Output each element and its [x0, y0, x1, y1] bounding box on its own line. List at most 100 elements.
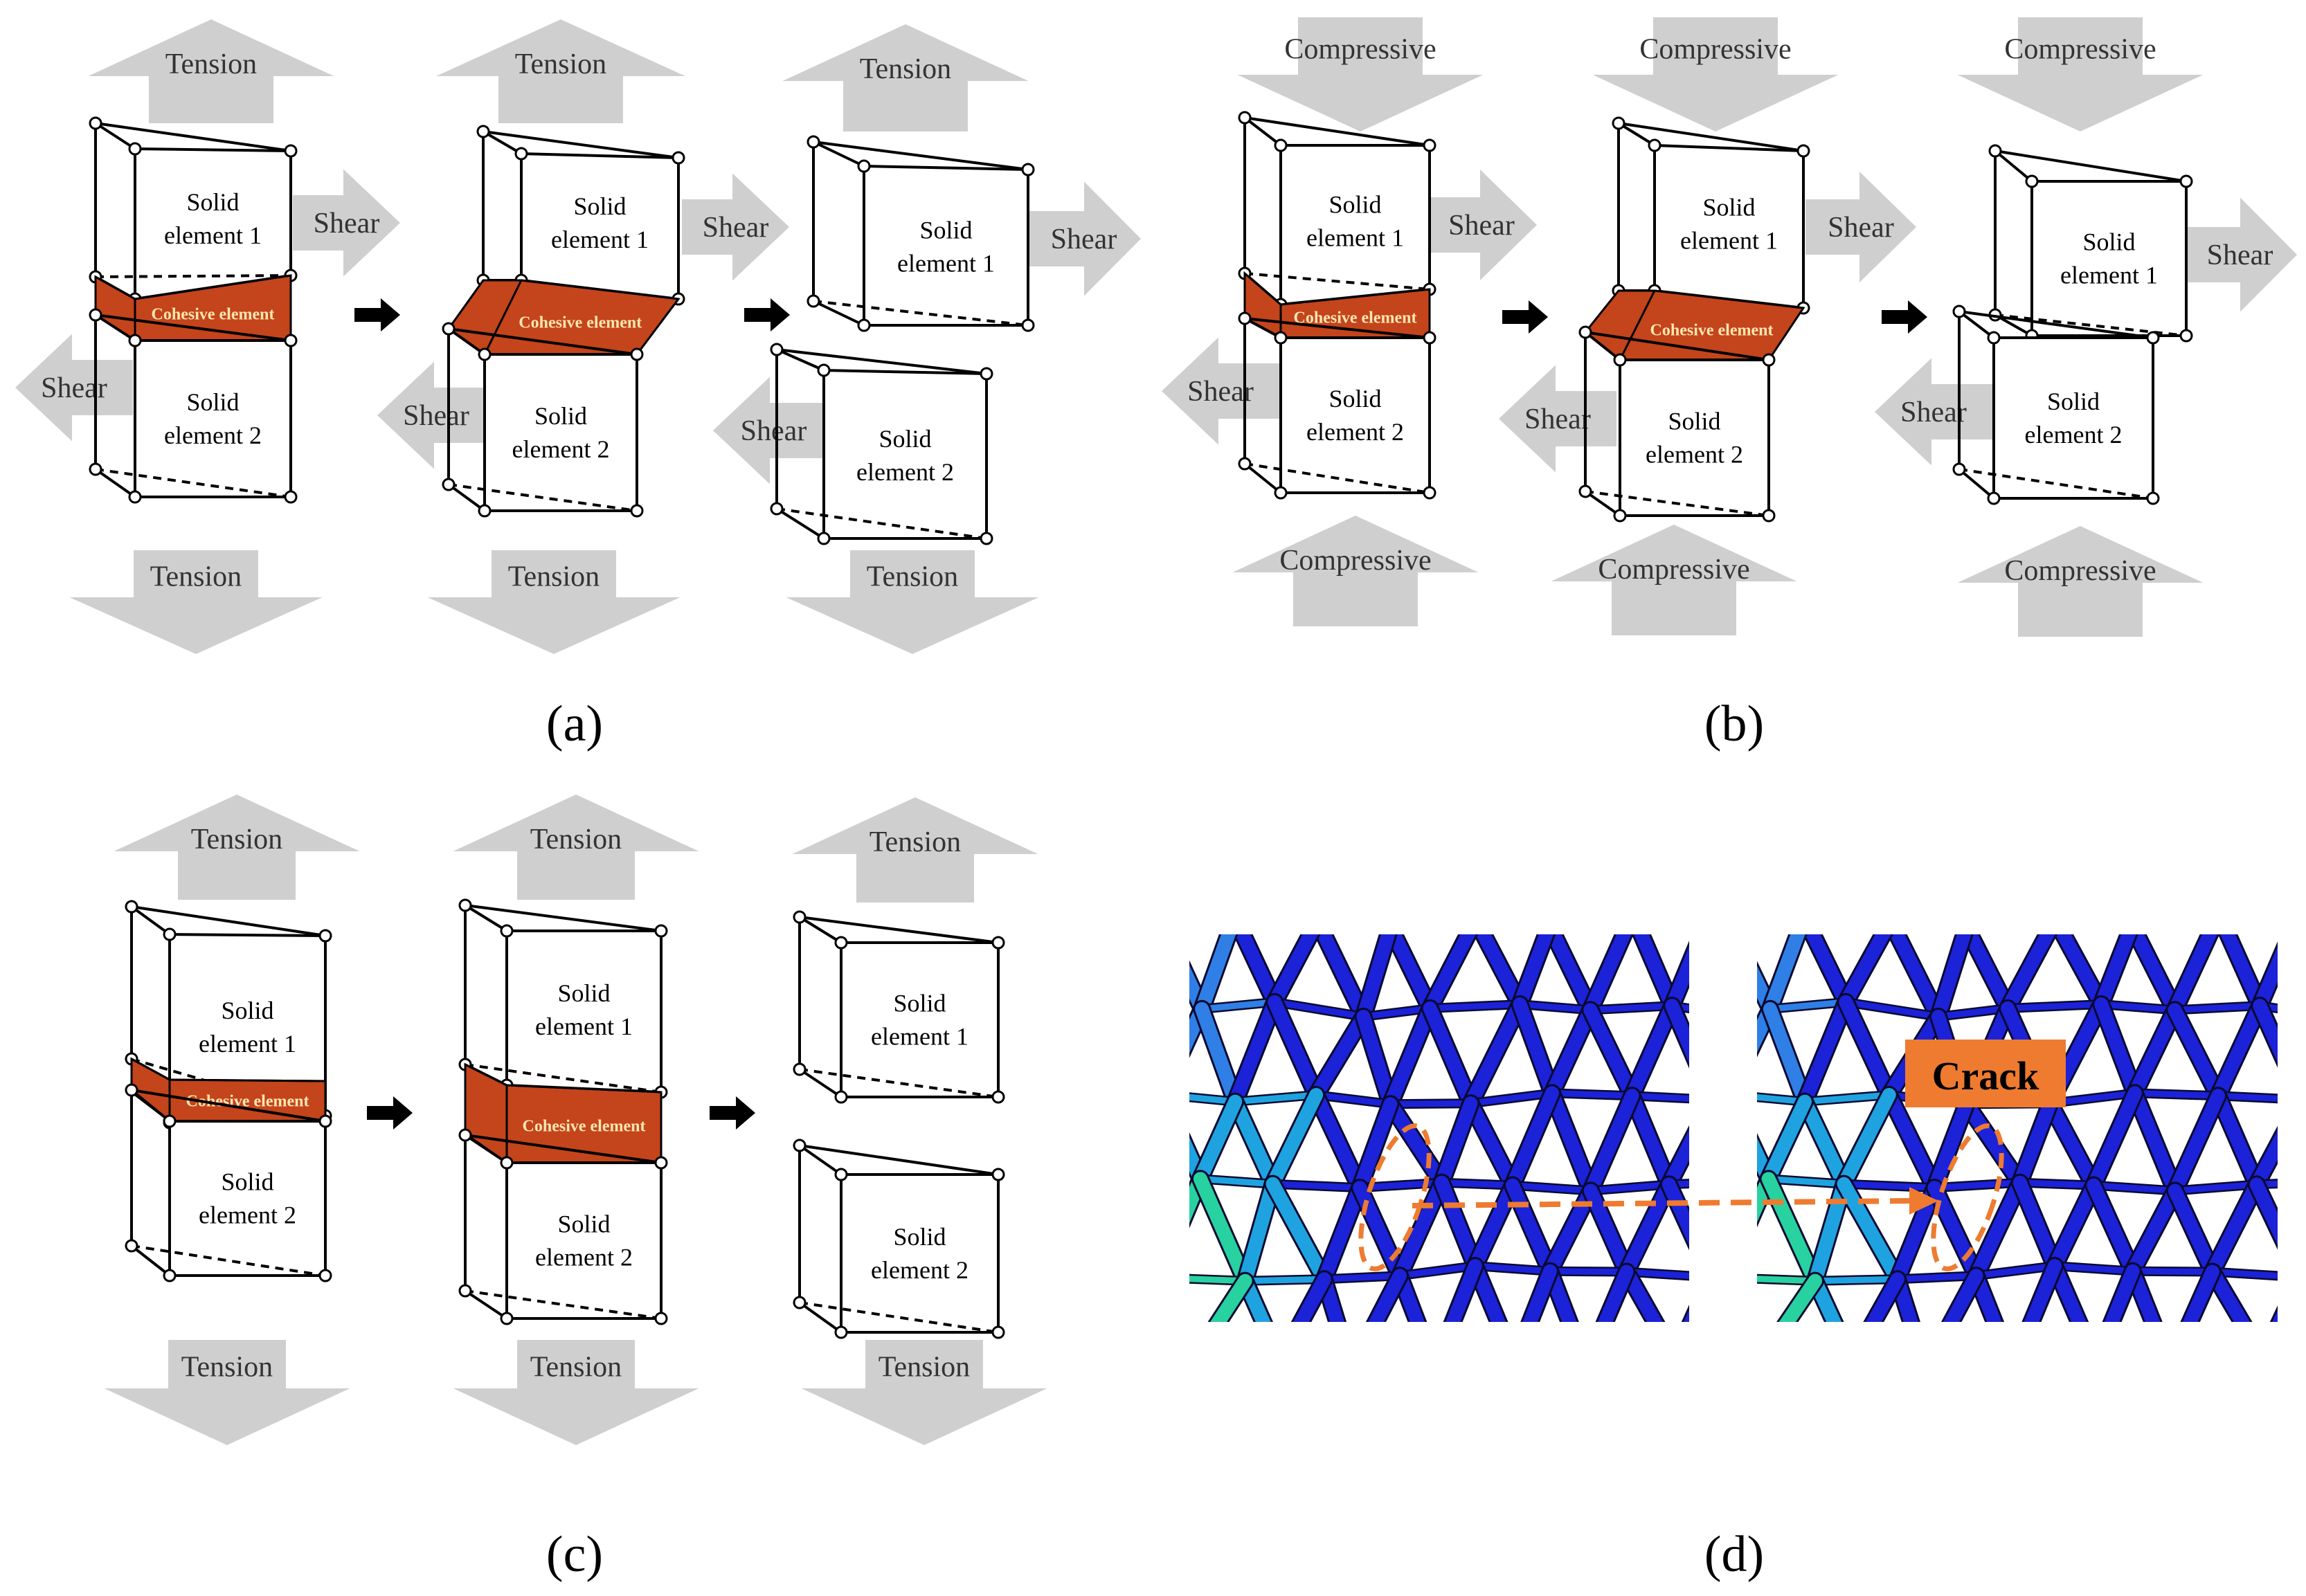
mesh-edge	[1597, 1264, 1634, 1322]
mesh-edge	[1210, 1273, 1252, 1322]
stage-c3-solid-element-2-edge	[798, 1144, 843, 1176]
shear-arrow-left: Shear	[1162, 337, 1279, 445]
mesh-edge	[1515, 1361, 1586, 1366]
stage-a3-solid-element-2-edge	[776, 348, 825, 372]
mesh-edge-outline	[1762, 1359, 1852, 1361]
stage-b2-solid-element-1-label-line2: element 1	[1680, 226, 1778, 254]
node	[89, 308, 102, 322]
stage-b3-solid-element-2-edge	[1958, 468, 1995, 500]
mesh-edge	[1195, 1001, 1243, 1109]
mesh-edge	[1709, 917, 1743, 1017]
mesh-edge	[2300, 1277, 2306, 1280]
stage-c3-solid-element-1-label-line1: Solid	[893, 990, 946, 1017]
mesh-edge	[1549, 1089, 1635, 1099]
mesh-edge	[1969, 1175, 2027, 1283]
mesh-edge	[2253, 1180, 2278, 1188]
mesh-edge	[1390, 920, 1475, 927]
mesh-edge	[2205, 1177, 2264, 1279]
mesh-edge-outline	[1351, 1368, 1434, 1370]
compressive-arrow-bottom: Compressive	[1232, 516, 1479, 626]
stage-a2-solid-element-1-edge	[482, 130, 523, 155]
stage-b2-solid-element-2-edge	[1585, 331, 1769, 361]
tension-arrow-top-label: Tension	[165, 48, 257, 80]
shear-arrow-right-2: Shear	[1805, 172, 1916, 282]
mesh-edge	[2171, 1002, 2263, 1013]
mesh-edge	[1360, 1005, 1434, 1020]
shear-arrow-right-3-label: Shear	[1051, 224, 1117, 255]
stage-b1-solid-element-2-label-line2: element 2	[1306, 418, 1404, 446]
shear-arrow-left-2-shape	[377, 361, 495, 469]
mesh-edge	[1711, 1181, 1745, 1278]
tension-arrow-top-2-shape	[436, 19, 685, 123]
node	[654, 1312, 668, 1325]
compressive-arrow-bottom-2-label: Compressive	[1598, 554, 1749, 586]
mesh-edge	[1439, 1179, 1516, 1189]
node	[1796, 144, 1810, 158]
mesh-edge	[1513, 934, 1554, 1012]
mesh-edge	[1894, 1272, 1980, 1282]
shear-arrow-right-2: Shear	[682, 173, 789, 281]
stage-b2-cohesive-element-edge	[1654, 289, 1804, 309]
node	[318, 929, 332, 943]
stage-a1-solid-element-2-label-line1: Solid	[186, 388, 239, 416]
stage-c2-solid-element-1-label-line1: Solid	[557, 979, 610, 1007]
stage-b3-solid-element-2-front-face	[1992, 336, 2154, 500]
mesh-edge	[1386, 934, 1437, 1015]
mesh-edge	[1757, 1094, 1808, 1105]
stage-c1-solid-element-2-edge	[130, 1089, 171, 1123]
node	[1987, 491, 2001, 505]
mesh-edge-outline	[1741, 1356, 1829, 1364]
mesh-edge	[1228, 1094, 1280, 1191]
compressive-arrow-top-2: Compressive	[1592, 17, 1839, 132]
node	[500, 1156, 514, 1170]
stage-c2-solid-element-2-edge	[464, 1134, 508, 1164]
stage-a2-solid-element-2-edge	[447, 483, 486, 512]
step-arrow-a2	[744, 298, 790, 332]
mesh-edge	[1235, 934, 1282, 1009]
mesh-edge-outline	[1159, 1278, 1194, 1359]
stage-b3-solid-element-2-edge	[1958, 468, 2154, 500]
mesh-edge-outline	[2132, 914, 2219, 925]
node	[1423, 486, 1436, 500]
node	[500, 1312, 514, 1325]
node	[991, 936, 1005, 950]
stage-a3-solid-element-1-front-face	[863, 164, 1029, 327]
shear-arrow-left-3-shape	[713, 377, 834, 484]
mesh-edge	[1463, 1096, 1520, 1193]
mesh-edge	[2096, 1361, 2170, 1366]
step-arrow-c1	[367, 1096, 413, 1130]
caption-b: (b)	[1704, 696, 1764, 752]
stage-b1-cohesive-element-edge	[1244, 272, 1281, 306]
node	[89, 116, 102, 130]
stage-b1-solid-element-2-edge	[1243, 462, 1282, 494]
tension-arrow-bottom-2: Tension	[427, 550, 681, 654]
stage-c3-solid-element-2-edge	[798, 1301, 843, 1334]
stage-a3-solid-element-1-edge	[813, 300, 1029, 327]
stage-b2-solid-element-1-label-line1: Solid	[1702, 193, 1755, 221]
stage-c3-solid-element-1-edge	[798, 1068, 843, 1098]
shear-arrow-right: Shear	[293, 169, 400, 277]
stage-b1-solid-element-1-label-line2: element 1	[1306, 224, 1404, 252]
mesh-edge	[1798, 1094, 1851, 1191]
stage-c3-solid-element-2-edge	[799, 1301, 999, 1334]
stage-b3-solid-element-1-label-line2: element 1	[2060, 262, 2158, 289]
shear-arrow-left-3: Shear	[713, 377, 834, 484]
mesh-edge-outline	[2219, 914, 2298, 917]
node	[163, 927, 177, 941]
node	[514, 147, 528, 161]
stage-a1-solid-element-2-edge	[94, 468, 136, 498]
stage-b3-solid-element-2-label-line2: element 2	[2025, 421, 2123, 448]
mesh-edge	[1546, 934, 1598, 1017]
mesh-edge	[2012, 1361, 2096, 1368]
mesh-edge	[1383, 1097, 1449, 1190]
stage-b3-solid-element-2-edge	[1958, 310, 2154, 339]
stage-a2-solid-element-2-edge	[448, 327, 638, 356]
node	[991, 1090, 1005, 1104]
stage-a3-solid-element-2-edge	[775, 507, 825, 540]
mesh-edge	[1973, 1262, 2058, 1279]
stage-a3-solid-element-2-front-face	[822, 368, 988, 540]
mesh-edge	[2104, 1264, 2140, 1322]
mesh-edge	[1931, 934, 1972, 1024]
